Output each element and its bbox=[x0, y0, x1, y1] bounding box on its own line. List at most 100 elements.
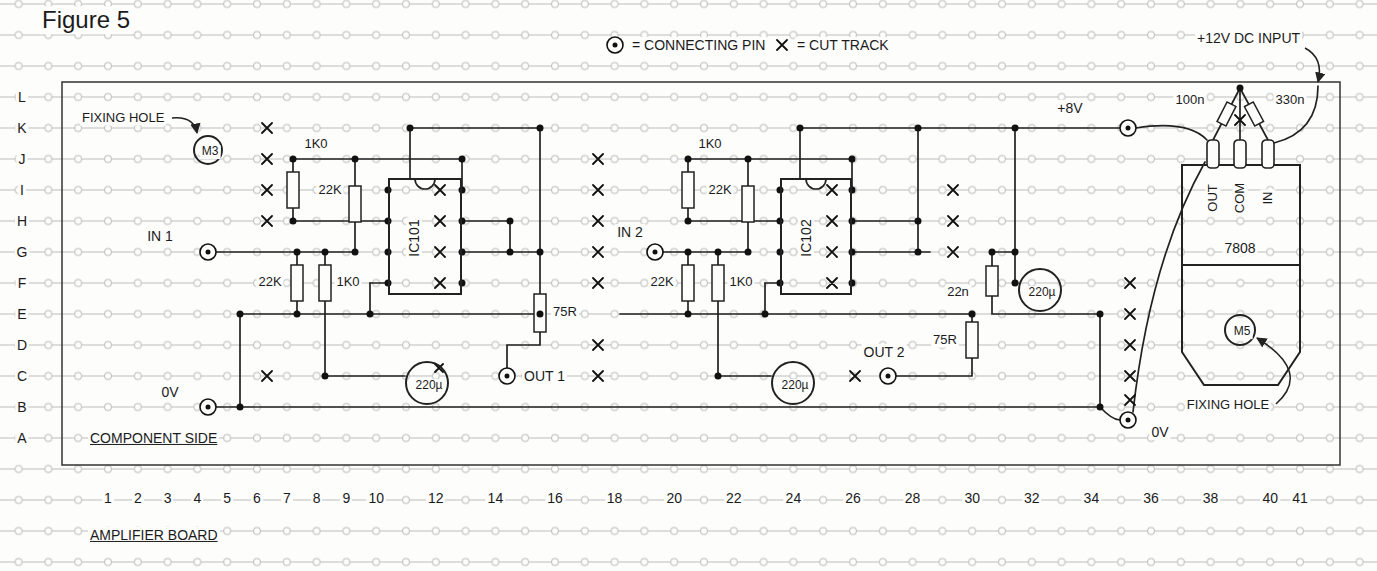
label-text: FIXING HOLE bbox=[80, 111, 166, 126]
label-text: OUT bbox=[1206, 182, 1221, 213]
label-text: 28 bbox=[903, 490, 923, 506]
label-text: IN 1 bbox=[145, 228, 175, 244]
resistor-symbol bbox=[682, 172, 694, 208]
label-text: 12 bbox=[426, 490, 446, 506]
label-text: 22K bbox=[316, 183, 343, 198]
connecting-pin-centre bbox=[1126, 126, 1131, 131]
junction-dot bbox=[352, 156, 359, 163]
label-text: 75R bbox=[931, 333, 959, 348]
label-text: OUT 2 bbox=[862, 344, 907, 360]
wire bbox=[1136, 126, 1207, 140]
connecting-pin-centre bbox=[206, 405, 211, 410]
resistor-symbol bbox=[682, 265, 694, 301]
wire bbox=[1240, 88, 1268, 140]
connecting-pin-centre bbox=[653, 250, 658, 255]
wire bbox=[216, 251, 355, 253]
junction-dot bbox=[915, 125, 922, 132]
label-text: = CONNECTING PIN bbox=[630, 37, 767, 53]
junction-dot bbox=[459, 280, 466, 287]
junction-dot bbox=[797, 125, 804, 132]
label-text: IC102 bbox=[798, 217, 814, 258]
capacitor-circle: 220µ bbox=[405, 361, 449, 405]
label-text: 100n bbox=[1174, 93, 1207, 108]
connecting-pin-centre bbox=[505, 374, 510, 379]
ic-notch bbox=[415, 179, 435, 189]
regulator-outline bbox=[1182, 140, 1300, 385]
junction-dot bbox=[849, 218, 856, 225]
label-text: M3 bbox=[200, 145, 221, 159]
label-text: 220µ bbox=[1027, 286, 1058, 300]
resistor-symbol bbox=[291, 265, 303, 301]
label-text: = CUT TRACK bbox=[795, 37, 891, 53]
label-text: D bbox=[15, 337, 29, 353]
label-text: 1K0 bbox=[727, 275, 754, 290]
label-text: 40 bbox=[1260, 490, 1280, 506]
label-text: COM bbox=[1233, 181, 1248, 215]
wire bbox=[1133, 162, 1205, 412]
regulator-outline bbox=[1262, 140, 1274, 168]
junction-dot bbox=[407, 125, 414, 132]
junction-dot bbox=[745, 249, 752, 256]
label-text: E bbox=[15, 306, 28, 322]
label-text: AMPLIFIER BOARD bbox=[88, 527, 220, 543]
resistor-symbol bbox=[966, 322, 978, 358]
label-text: +12V DC INPUT bbox=[1195, 30, 1302, 46]
junction-dot bbox=[507, 249, 514, 256]
leader-arrow bbox=[172, 48, 1319, 404]
label-text: FIXING HOLE bbox=[1185, 398, 1271, 413]
connecting-pin bbox=[200, 37, 1136, 428]
label-text: IC101 bbox=[406, 217, 422, 258]
wire bbox=[992, 252, 1100, 407]
cut-track-mark bbox=[850, 185, 958, 381]
capacitor-circle: 220µ bbox=[1018, 268, 1062, 312]
label-text: 38 bbox=[1201, 490, 1221, 506]
resistor-symbol bbox=[319, 265, 331, 301]
wire bbox=[1015, 128, 1018, 283]
junction-dot bbox=[1237, 85, 1244, 92]
wire bbox=[239, 314, 241, 407]
cut-track-mark bbox=[1125, 278, 1135, 405]
label-text: 7 bbox=[281, 490, 293, 506]
ic-notch bbox=[415, 179, 826, 189]
cut-track-mark bbox=[593, 154, 603, 381]
label-text: 22 bbox=[724, 490, 744, 506]
label-text: 10 bbox=[366, 490, 386, 506]
label-text: IN bbox=[1261, 190, 1276, 207]
resistor-symbol bbox=[712, 265, 724, 301]
wire bbox=[369, 283, 371, 314]
label-text: 26 bbox=[843, 490, 863, 506]
wire bbox=[462, 221, 510, 252]
label-text: 16 bbox=[545, 490, 565, 506]
resistor-symbol bbox=[986, 266, 998, 296]
wire bbox=[1274, 86, 1318, 143]
wire bbox=[1100, 407, 1120, 420]
junction-dot bbox=[745, 156, 752, 163]
junction-dot bbox=[849, 249, 856, 256]
label-text: 220µ bbox=[780, 379, 811, 393]
junction-dot bbox=[459, 156, 466, 163]
label-text: C bbox=[15, 368, 29, 384]
resistor-symbol bbox=[534, 294, 546, 332]
junction-dot bbox=[715, 249, 722, 256]
label-text: 1K0 bbox=[334, 275, 361, 290]
label-text: 7808 bbox=[1222, 240, 1257, 256]
junction-dot bbox=[1097, 311, 1104, 318]
wire bbox=[216, 86, 1318, 420]
fixing-hole: M5 bbox=[1224, 314, 1256, 346]
junction-dot bbox=[685, 311, 692, 318]
cut-track-mark bbox=[435, 185, 445, 372]
ic-package: IC101 bbox=[388, 178, 462, 295]
label-text: 1 bbox=[102, 490, 114, 506]
junction-dot bbox=[915, 249, 922, 256]
label-text: J bbox=[17, 151, 28, 167]
label-text: 32 bbox=[1022, 490, 1042, 506]
label-text: B bbox=[15, 399, 28, 415]
connecting-pin bbox=[880, 368, 896, 384]
label-text: 30 bbox=[962, 490, 982, 506]
wire bbox=[688, 220, 780, 222]
regulator-outline bbox=[1182, 165, 1300, 385]
connecting-pin bbox=[200, 244, 216, 260]
label-text: 22K bbox=[706, 183, 733, 198]
wire bbox=[852, 220, 918, 222]
